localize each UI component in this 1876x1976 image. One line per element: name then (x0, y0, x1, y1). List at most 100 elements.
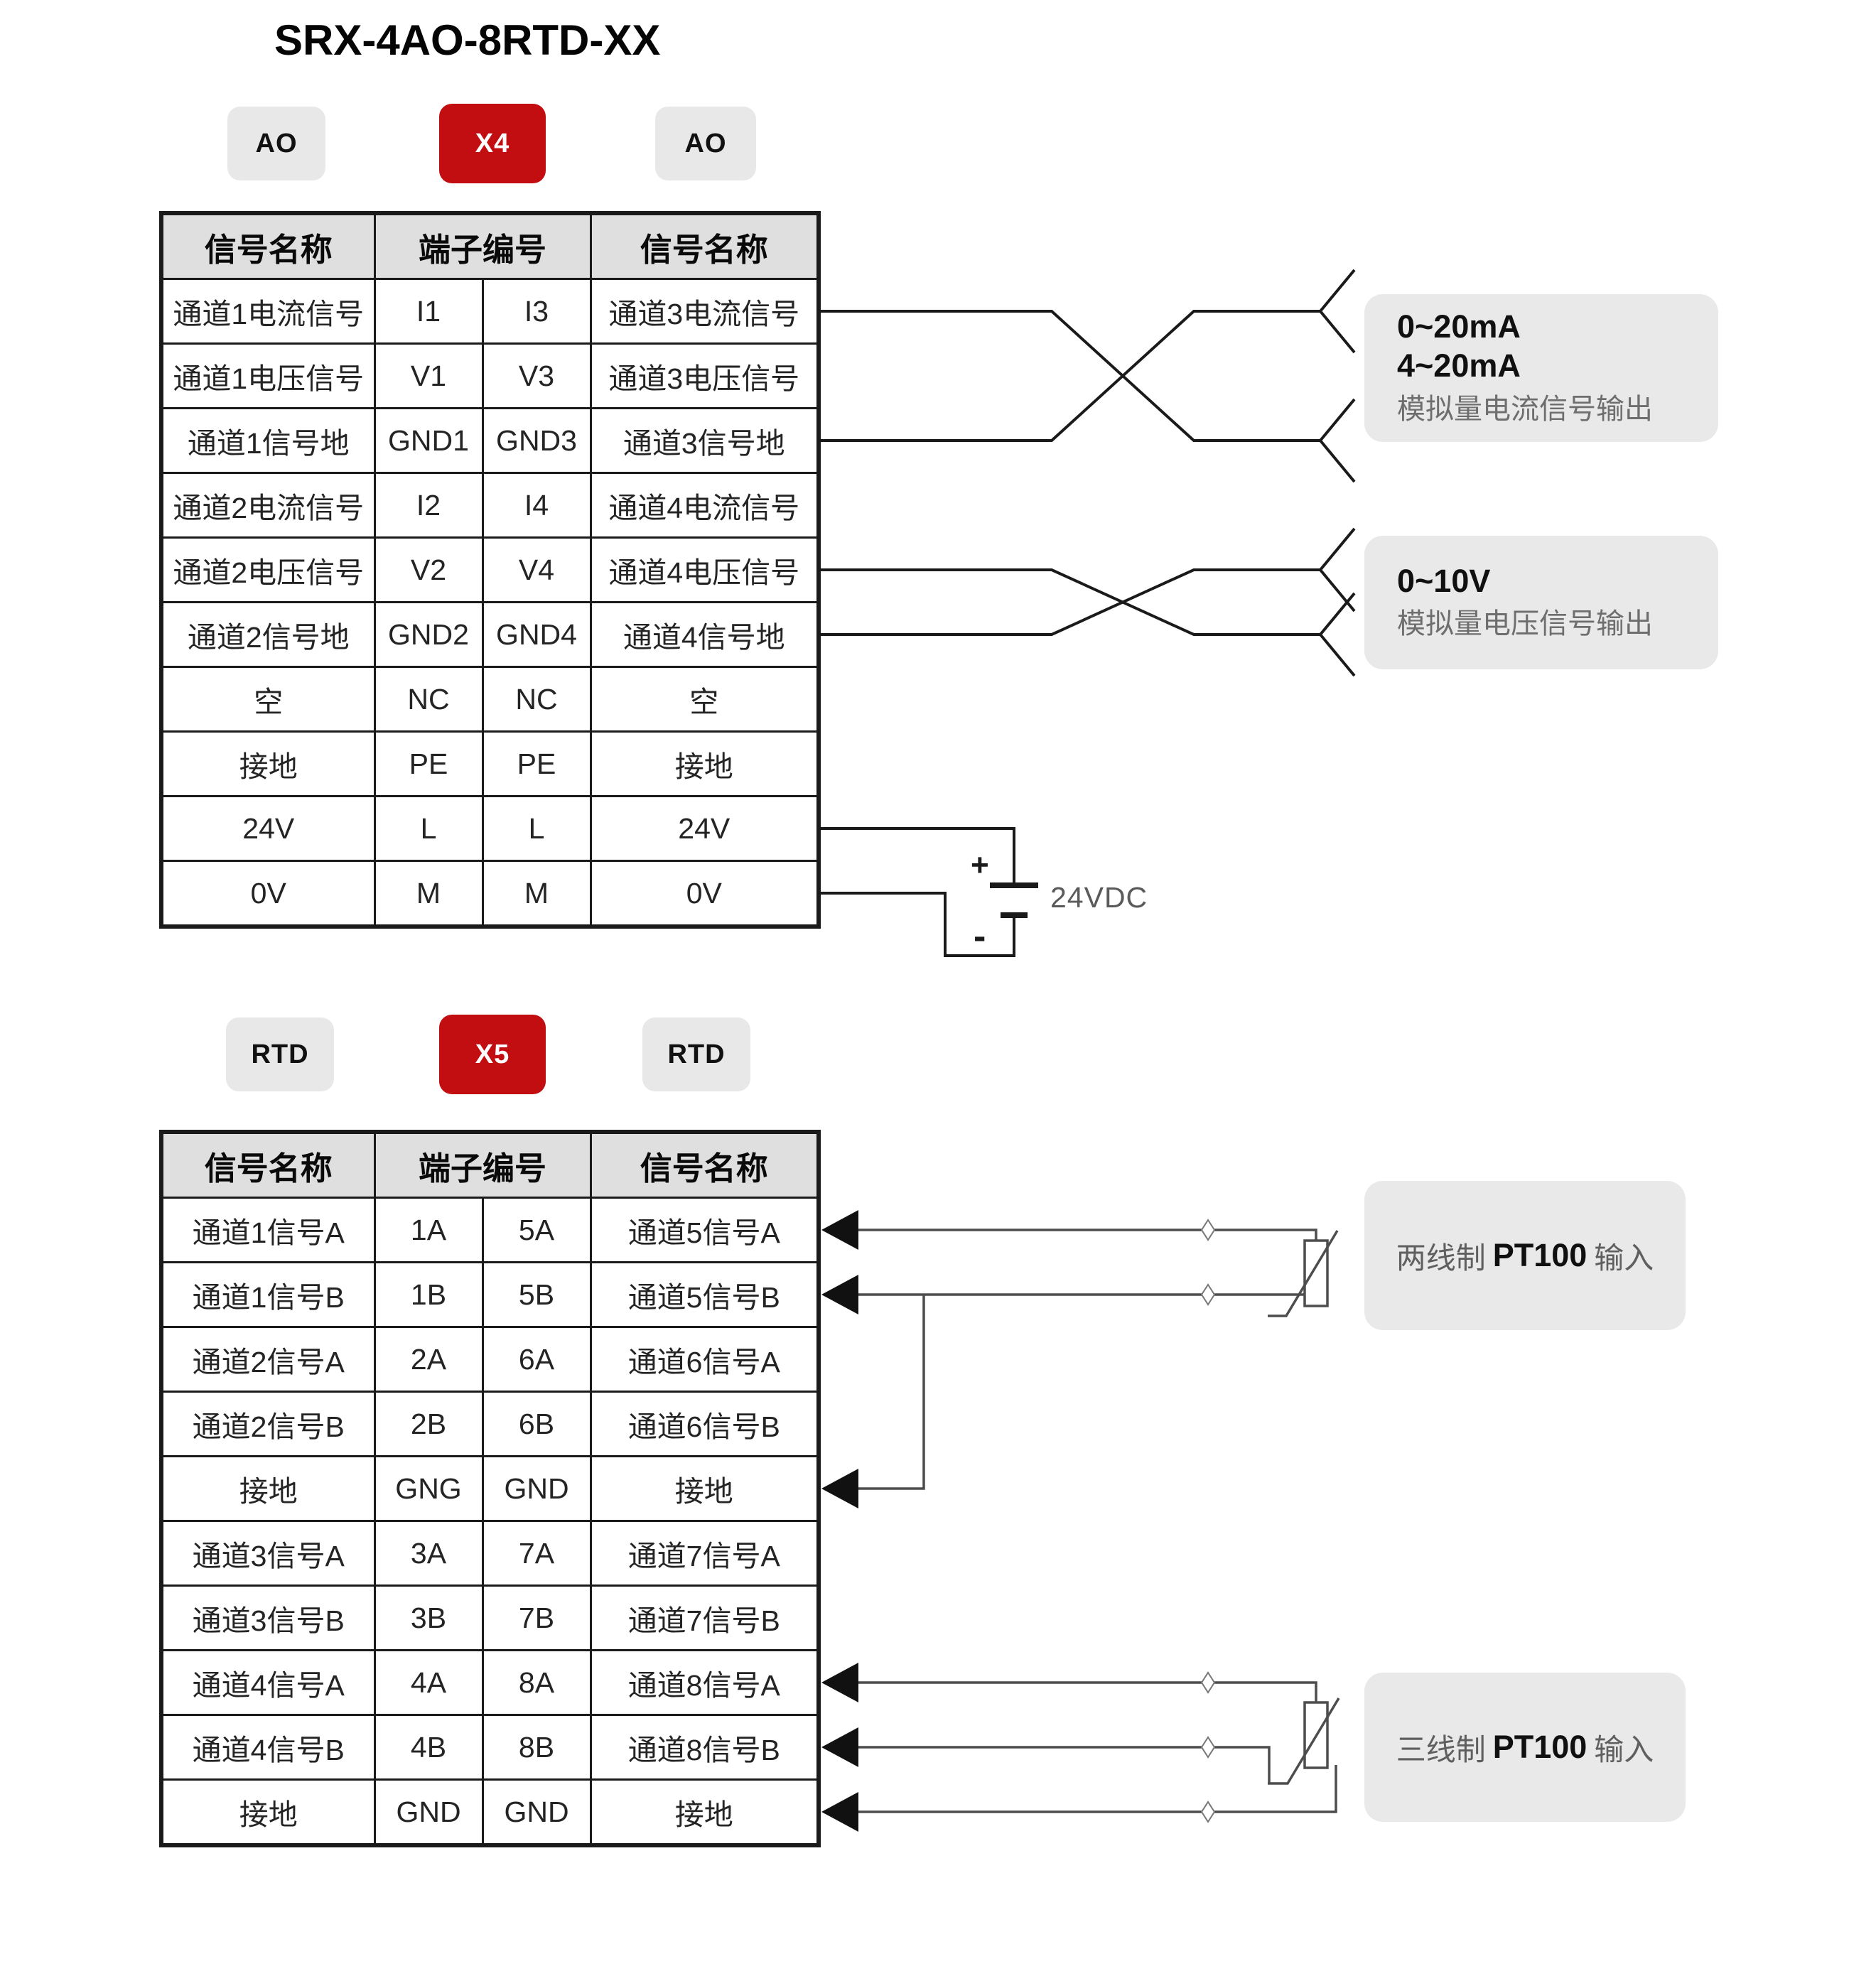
battery-minus-wire (816, 892, 1015, 957)
table-cell: 通道6信号A (589, 1326, 820, 1393)
table-cell: GND (481, 1778, 592, 1847)
table-cell: L (481, 795, 592, 862)
note-suffix: 输入 (1594, 1241, 1654, 1275)
table-cell: 通道7信号A (589, 1520, 820, 1587)
header-signal-right: 信号名称 (589, 212, 820, 280)
table-cell: 通道2信号A (160, 1326, 376, 1393)
table-header-row: 信号名称 端子编号 信号名称 (160, 212, 820, 280)
table-cell: 通道4信号地 (589, 601, 820, 668)
table-cell: 7B (481, 1584, 592, 1651)
solid-arrowhead-icon (821, 1663, 858, 1702)
table-cell: 通道5信号A (589, 1197, 820, 1263)
header-terminal-number: 端子编号 (373, 212, 592, 280)
table-cell: 通道5信号B (589, 1261, 820, 1328)
badge-connector-x5: X5 (439, 1015, 546, 1094)
table-cell: PE (373, 730, 484, 797)
table-cell: 24V (160, 795, 376, 862)
table-cell: 通道2电流信号 (160, 472, 376, 539)
header-terminal-number: 端子编号 (373, 1130, 592, 1199)
table-cell: I1 (373, 278, 484, 345)
table-cell: 5A (481, 1197, 592, 1263)
battery-plus-label: + (971, 848, 989, 882)
table-cell: 24V (589, 795, 820, 862)
wire-junction-diamond (1200, 1736, 1216, 1759)
open-arrowhead-icon (1318, 269, 1356, 354)
rtd-3wire-wiring (821, 1663, 1340, 1832)
table-cell: 0V (589, 860, 820, 928)
table-cell: GND3 (481, 407, 592, 474)
table-cell: I3 (481, 278, 592, 345)
table-cell: 通道3信号地 (589, 407, 820, 474)
table-cell: 4B (373, 1714, 484, 1781)
table-cell: 3B (373, 1584, 484, 1651)
table-header-row: 信号名称 端子编号 信号名称 (160, 1130, 820, 1199)
note-pt100: PT100 (1492, 1237, 1587, 1273)
table-cell: 接地 (160, 730, 376, 797)
table-cell: 5B (481, 1261, 592, 1328)
twisted-pair-current-wires (816, 269, 1356, 483)
open-arrowhead-icon (1318, 592, 1356, 677)
table-cell: 通道2信号地 (160, 601, 376, 668)
twisted-pair-voltage-wires (816, 527, 1356, 677)
table-cell: 通道4电流信号 (589, 472, 820, 539)
rtd-table-header: 信号名称 端子编号 信号名称 (160, 1130, 820, 1199)
note-line: 0~20mA (1397, 308, 1521, 345)
wire-junction-diamond (1200, 1671, 1216, 1694)
table-cell: 通道7信号B (589, 1584, 820, 1651)
battery-plus-wire (816, 827, 1015, 882)
table-cell: 通道4电压信号 (589, 536, 820, 603)
table-cell: 3A (373, 1520, 484, 1587)
wire-junction-diamond (1200, 1219, 1216, 1241)
table-cell: PE (481, 730, 592, 797)
table-cell: 通道1信号B (160, 1261, 376, 1328)
table-cell: I4 (481, 472, 592, 539)
table-cell: GND (481, 1455, 592, 1522)
table-cell: 1A (373, 1197, 484, 1263)
table-cell: 6B (481, 1391, 592, 1457)
table-cell: L (373, 795, 484, 862)
battery-icon (816, 827, 1038, 957)
note-current-output: 0~20mA 4~20mA 模拟量电流信号输出 (1364, 294, 1718, 442)
table-cell: 6A (481, 1326, 592, 1393)
note-line: 0~10V (1397, 562, 1491, 599)
table-cell: 1B (373, 1261, 484, 1328)
page-title: SRX-4AO-8RTD-XX (274, 16, 661, 64)
table-cell: GND4 (481, 601, 592, 668)
table-cell: GND2 (373, 601, 484, 668)
badge-connector-x4: X4 (439, 104, 546, 183)
note-prefix: 两线制 (1396, 1241, 1486, 1275)
table-cell: 通道8信号A (589, 1649, 820, 1716)
badge-rtd-left: RTD (226, 1017, 334, 1091)
solid-arrowhead-icon (821, 1727, 858, 1767)
table-cell: 7A (481, 1520, 592, 1587)
badge-rtd-right: RTD (642, 1017, 750, 1091)
battery-voltage-label: 24VDC (1050, 881, 1148, 914)
table-cell: 接地 (160, 1455, 376, 1522)
note-suffix: 输入 (1594, 1732, 1654, 1766)
ao-table-header: 信号名称 端子编号 信号名称 (160, 212, 820, 280)
table-cell: 通道1信号A (160, 1197, 376, 1263)
table-cell: 接地 (589, 1778, 820, 1847)
table-cell: I2 (373, 472, 484, 539)
table-cell: 通道1电流信号 (160, 278, 376, 345)
pt100-2wire-symbol (1268, 1230, 1339, 1317)
note-desc: 模拟量电流信号输出 (1397, 393, 1653, 425)
wire-junction-diamond (1200, 1800, 1216, 1823)
